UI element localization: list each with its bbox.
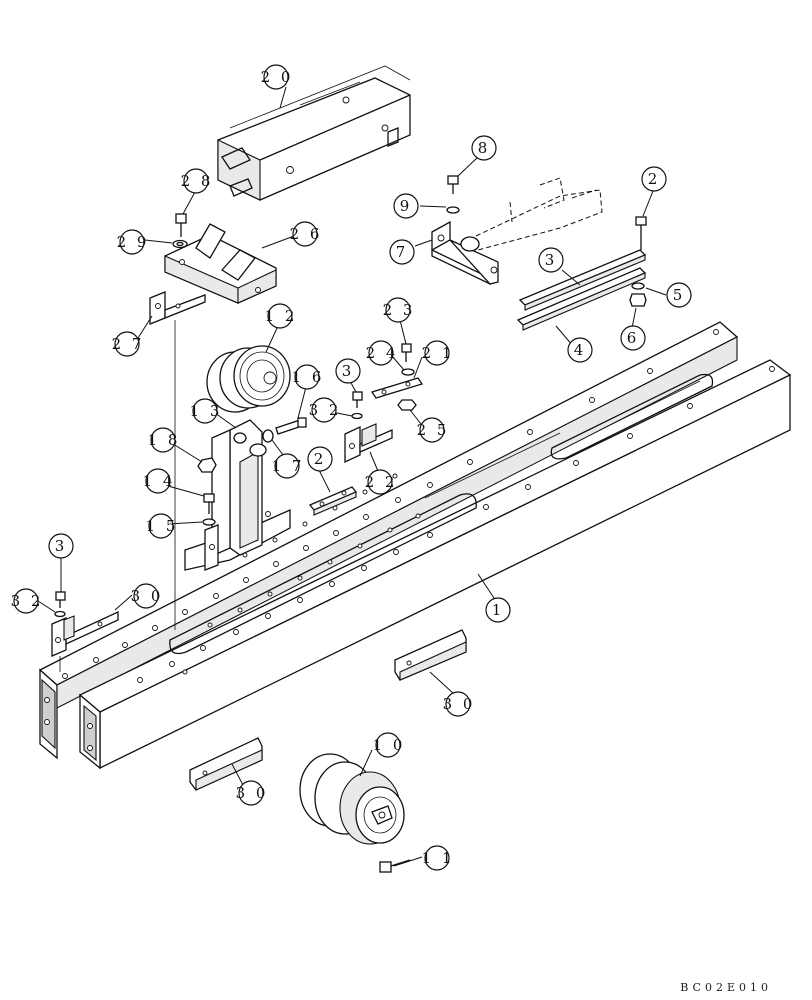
callout-label: 4: [574, 341, 587, 359]
callout-11: 1 1: [422, 845, 455, 871]
upright-bracket: [184, 419, 291, 571]
hardware-13-group: [197, 417, 307, 526]
callout-label: 1 7: [272, 457, 305, 475]
callout-label: 3: [342, 362, 355, 380]
callout-32-mid: 3 2: [309, 397, 342, 423]
callout-6: 6: [620, 325, 646, 351]
callout-label: 1 5: [146, 517, 179, 535]
callout-label: 2 7: [112, 335, 145, 353]
callout-8: 8: [471, 135, 497, 161]
callout-label: 3: [55, 537, 68, 555]
tension-cylinder-group: [431, 175, 603, 286]
callout-label: 2 8: [181, 172, 214, 190]
callout-30-low: 3 0: [236, 780, 269, 806]
callout-label: 3 0: [443, 695, 476, 713]
bolt-2-top: [635, 216, 647, 250]
drawing-code: BC02E010: [680, 981, 772, 994]
callout-32-left: 3 2: [11, 588, 44, 614]
callout-2-top: 2: [641, 166, 667, 192]
callout-label: 3: [545, 251, 558, 269]
callout-28: 2 8: [181, 168, 214, 194]
callout-29: 2 9: [117, 229, 150, 255]
tension-tube: [217, 65, 411, 201]
callout-label: 1 2: [265, 307, 298, 325]
callout-15: 1 5: [146, 513, 179, 539]
callout-4: 4: [567, 337, 593, 363]
callout-30-mid: 3 0: [443, 691, 476, 717]
callout-25: 2 5: [417, 417, 450, 443]
callout-label: 5: [673, 286, 686, 304]
washer-nut-5-6: [629, 282, 647, 307]
callout-9: 9: [393, 193, 419, 219]
callout-5: 5: [666, 282, 692, 308]
track-frame-rails: [38, 321, 792, 770]
callout-label: 2 0: [261, 68, 294, 86]
wear-bracket-30-low: [189, 737, 263, 791]
callout-label: 3 0: [236, 784, 269, 802]
callout-label: 1 6: [292, 368, 325, 386]
callout-label: 2 6: [290, 225, 323, 243]
callout-label: 2 3: [383, 301, 416, 319]
callout-label: 3 0: [131, 587, 164, 605]
hardware-30-left: [51, 591, 119, 672]
callout-label: 1 8: [148, 431, 181, 449]
callout-label: 7: [396, 243, 409, 261]
callout-label: 2 9: [117, 233, 150, 251]
callout-7: 7: [389, 239, 415, 265]
callout-label: 2 2: [365, 473, 398, 491]
callout-label: 1 0: [373, 736, 406, 754]
strip-2: [308, 486, 358, 516]
callout-label: 1 3: [190, 402, 223, 420]
callout-27: 2 7: [112, 331, 145, 357]
callout-21: 2 1: [422, 340, 455, 366]
callout-24: 2 4: [366, 340, 399, 366]
callout-22: 2 2: [365, 469, 398, 495]
callout-label: 2: [648, 170, 661, 188]
frame-holes: [62, 329, 775, 683]
callout-23: 2 3: [383, 297, 416, 323]
idler-roller: [206, 345, 291, 413]
callout-18: 1 8: [148, 427, 181, 453]
wear-bracket-30-mid: [394, 629, 467, 681]
callout-30-top: 3 0: [131, 583, 164, 609]
callout-17: 1 7: [272, 453, 305, 479]
hardware-21-group: [370, 343, 424, 411]
callout-13: 1 3: [190, 398, 223, 424]
callout-3-mid: 3: [335, 358, 361, 384]
callout-10: 1 0: [373, 732, 406, 758]
callout-16: 1 6: [292, 364, 325, 390]
strip-4: [516, 267, 647, 331]
callout-label: 1 4: [143, 472, 176, 490]
callout-label: 2 4: [366, 344, 399, 362]
callout-label: 1: [492, 601, 505, 619]
callout-label: 9: [400, 197, 413, 215]
track-roller: [299, 753, 405, 845]
callout-20: 2 0: [261, 64, 294, 90]
callout-label: 2 5: [417, 421, 450, 439]
strip-3: [518, 249, 647, 311]
bolt-11: [379, 859, 411, 873]
mount-bracket: [164, 223, 277, 304]
callout-label: 2 1: [422, 344, 455, 362]
callout-3-top: 3: [538, 247, 564, 273]
callout-3-left: 3: [48, 533, 74, 559]
callout-1: 1: [485, 597, 511, 623]
bolt-28: [172, 213, 188, 249]
callout-12: 1 2: [265, 303, 298, 329]
callout-label: 3 2: [11, 592, 44, 610]
callout-14: 1 4: [143, 468, 176, 494]
hardware-22-group: [344, 391, 393, 464]
callout-label: 8: [478, 139, 491, 157]
callout-label: 2: [314, 450, 327, 468]
callout-26: 2 6: [290, 221, 323, 247]
callout-label: 6: [627, 329, 640, 347]
callout-2-mid: 2: [307, 446, 333, 472]
small-bracket-27: [149, 291, 206, 630]
callout-label: 1 1: [422, 849, 455, 867]
callout-label: 3 2: [309, 401, 342, 419]
